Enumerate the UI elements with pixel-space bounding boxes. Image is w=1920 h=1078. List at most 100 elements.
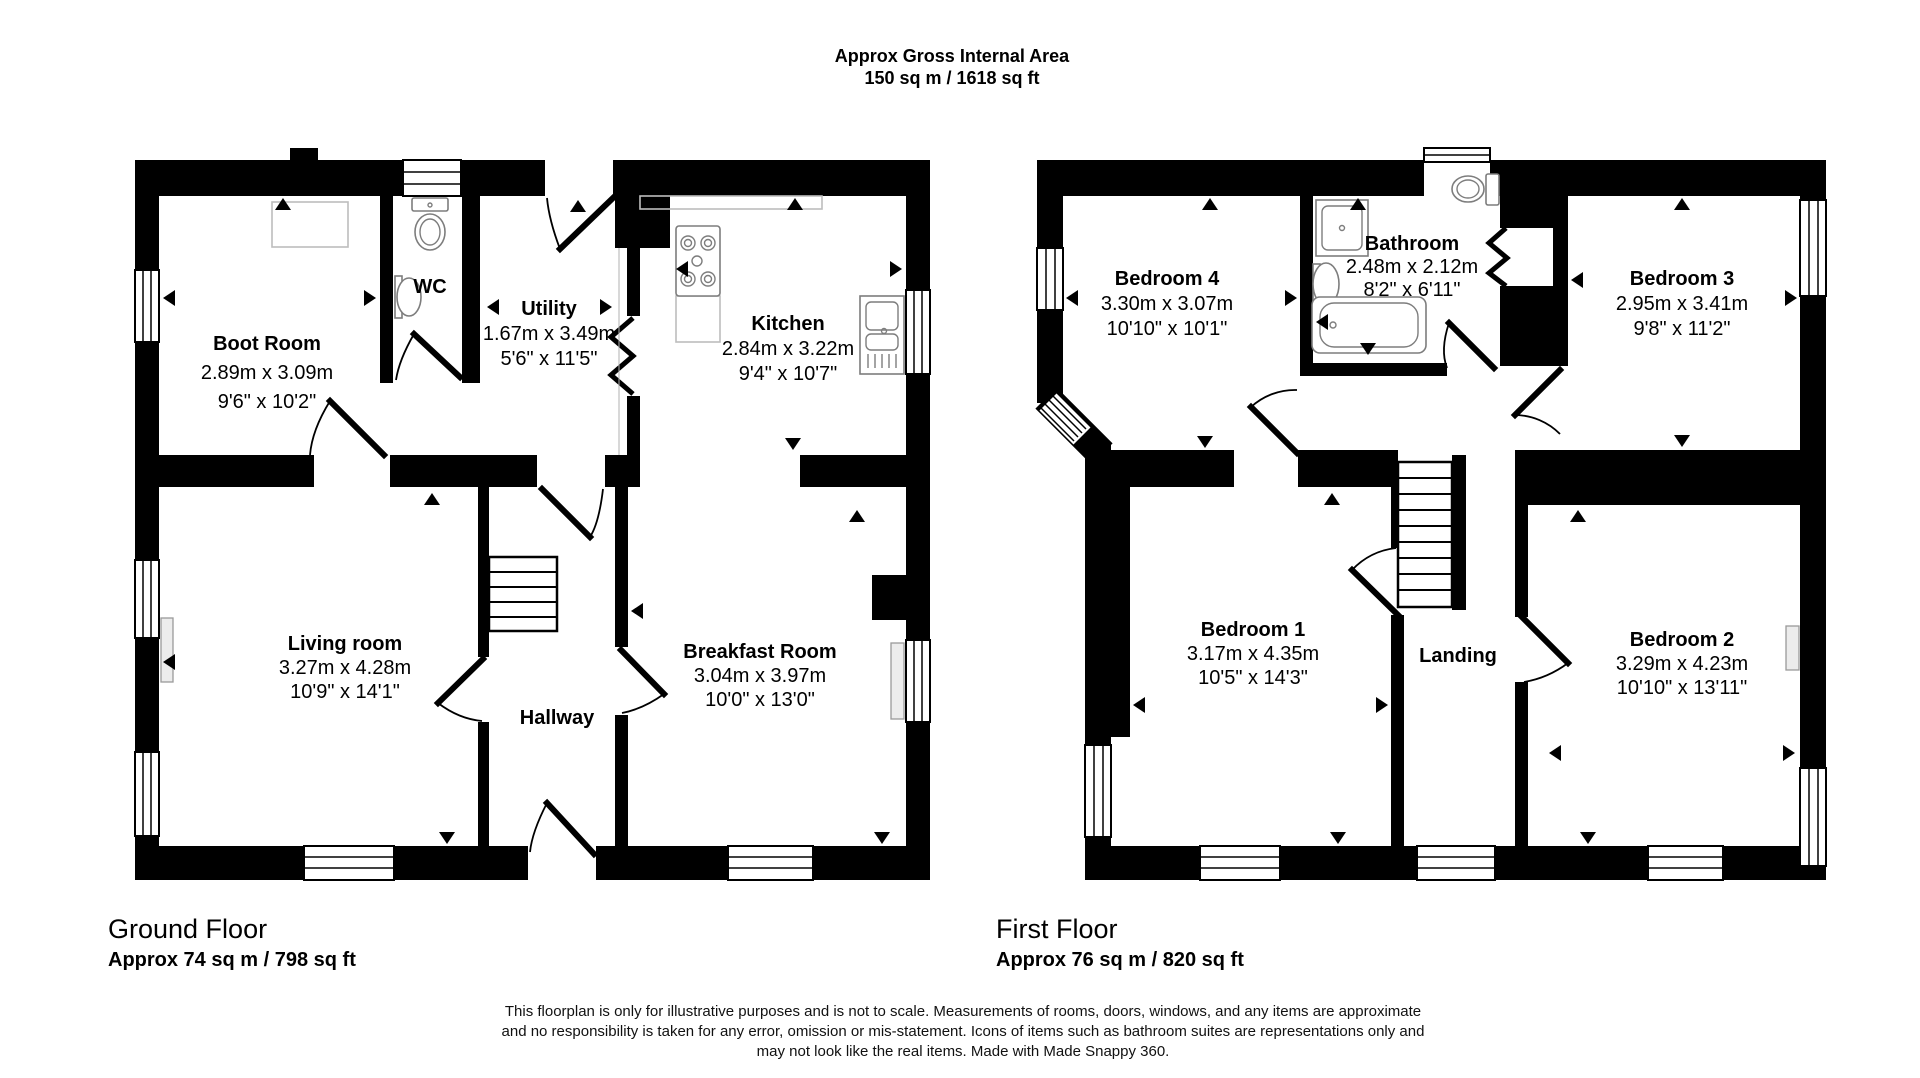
window [727,845,814,881]
wc-sink-icon [394,275,422,319]
first-floor-windows [1036,147,1827,881]
window [1799,199,1827,297]
room-dim-metric: 3.27m x 4.28m [279,657,411,679]
window [134,751,160,837]
room-dim-imperial: 10'10" x 10'1" [1107,318,1228,340]
room-label-hallway: Hallway [520,707,595,729]
room-dim-imperial: 10'10" x 13'11" [1617,677,1747,699]
room-label-bedroom-3: Bedroom 3 [1630,268,1734,290]
room-dim-metric: 3.17m x 4.35m [1187,643,1319,665]
bathroom-door [1443,318,1499,373]
room-label-wc: WC [413,276,446,298]
footer-disclaimer: This floorplan is only for illustrative … [502,1003,1425,1060]
room-dim-imperial: 10'9" x 14'1" [290,681,400,703]
direction-markers-ground [163,198,902,844]
ground-floor-caption: Ground Floor [108,914,267,944]
window [905,289,931,375]
ground-floor-windows [134,159,931,881]
floor-captions: Ground Floor Approx 74 sq m / 798 sq ft … [108,914,1244,971]
window [134,559,160,639]
boot-room-door [309,396,389,460]
room-dim-imperial: 8'2" x 6'11" [1363,279,1460,301]
first-floor-area: Approx 76 sq m / 820 sq ft [996,949,1244,971]
window [905,639,931,723]
room-dim-imperial: 9'8" x 11'2" [1633,318,1730,340]
radiator [160,617,174,683]
window [1084,744,1112,838]
window [1647,845,1724,881]
disclaimer-line-3: may not look like the real items. Made w… [757,1043,1170,1060]
bay-window [1039,393,1091,445]
room-label-bedroom-4: Bedroom 4 [1115,268,1220,290]
airing-cupboard-bifold [1484,226,1553,288]
room-dim-imperial: 5'6" x 11'5" [500,348,597,370]
room-dim-metric: 2.89m x 3.09m [201,362,333,384]
radiator [1785,625,1800,671]
room-dim-metric: 2.48m x 2.12m [1346,256,1478,278]
first-floor-doors [1234,226,1573,683]
ground-floor-walls [135,148,930,880]
first-floor-fixtures [1311,173,1800,671]
bedroom2-door [1517,612,1573,683]
first-floor-plan: Bedroom 4 3.30m x 3.07m 10'10" x 10'1" B… [1035,147,1827,881]
room-dim-metric: 1.67m x 3.49m [483,323,615,345]
toilet-icon [1451,173,1500,206]
kitchen-bifold-door [607,316,637,396]
window [402,159,462,197]
window [1416,845,1496,881]
kitchen-worktop [271,195,823,343]
bedroom4-door [1234,389,1302,487]
room-label-bedroom-1: Bedroom 1 [1201,619,1305,641]
bedroom1-door [1347,547,1403,620]
room-label-utility: Utility [521,298,577,320]
room-label-bathroom: Bathroom [1365,233,1459,255]
room-label-landing: Landing [1419,645,1497,667]
ground-floor-plan: Boot Room 2.89m x 3.09m 9'6" x 10'2" WC … [134,148,931,881]
ground-floor-doors [309,158,669,880]
hob-icon [675,225,721,297]
window [1199,845,1281,881]
room-dim-metric: 3.30m x 3.07m [1101,293,1233,315]
room-label-bedroom-2: Bedroom 2 [1630,629,1734,651]
room-label-living-room: Living room [288,633,402,655]
room-dim-metric: 2.84m x 3.22m [722,338,854,360]
living-room-door [433,654,488,722]
window [303,845,395,881]
bedroom3-door [1510,365,1565,435]
page-header: Approx Gross Internal Area 150 sq m / 16… [835,46,1070,88]
stairs-ground [487,555,559,633]
room-label-kitchen: Kitchen [751,313,824,335]
room-dim-imperial: 10'5" x 14'3" [1198,667,1308,689]
room-dim-metric: 2.95m x 3.41m [1616,293,1748,315]
stairs-first [1396,460,1454,609]
direction-markers-first [1066,198,1797,844]
front-door [528,798,599,880]
first-floor-room-labels: Bedroom 4 3.30m x 3.07m 10'10" x 10'1" B… [1101,233,1748,699]
hallway-door [537,484,604,542]
bath-icon [1311,296,1427,354]
back-door [545,158,618,254]
gross-area-subtitle: 150 sq m / 1618 sq ft [864,68,1039,88]
ground-floor-room-labels: Boot Room 2.89m x 3.09m 9'6" x 10'2" WC … [201,276,854,729]
room-dim-imperial: 9'6" x 10'2" [218,391,317,413]
window [1799,767,1827,867]
disclaimer-line-2: and no responsibility is taken for any e… [502,1023,1425,1040]
wc-door [395,329,465,382]
window [134,269,160,343]
room-dim-imperial: 10'0" x 13'0" [705,689,815,711]
room-label-boot-room: Boot Room [213,333,321,355]
ground-floor-area: Approx 74 sq m / 798 sq ft [108,949,356,971]
window [1036,247,1064,311]
breakfast-room-door [616,645,669,714]
room-dim-metric: 3.04m x 3.97m [694,665,826,687]
toilet-icon [411,197,449,251]
room-dim-metric: 3.29m x 4.23m [1616,653,1748,675]
radiator [890,642,905,720]
kitchen-sink-icon [859,295,905,375]
room-dim-imperial: 9'4" x 10'7" [739,363,838,385]
disclaimer-line-1: This floorplan is only for illustrative … [505,1003,1421,1020]
room-label-breakfast-room: Breakfast Room [683,641,836,663]
gross-area-title: Approx Gross Internal Area [835,46,1070,66]
